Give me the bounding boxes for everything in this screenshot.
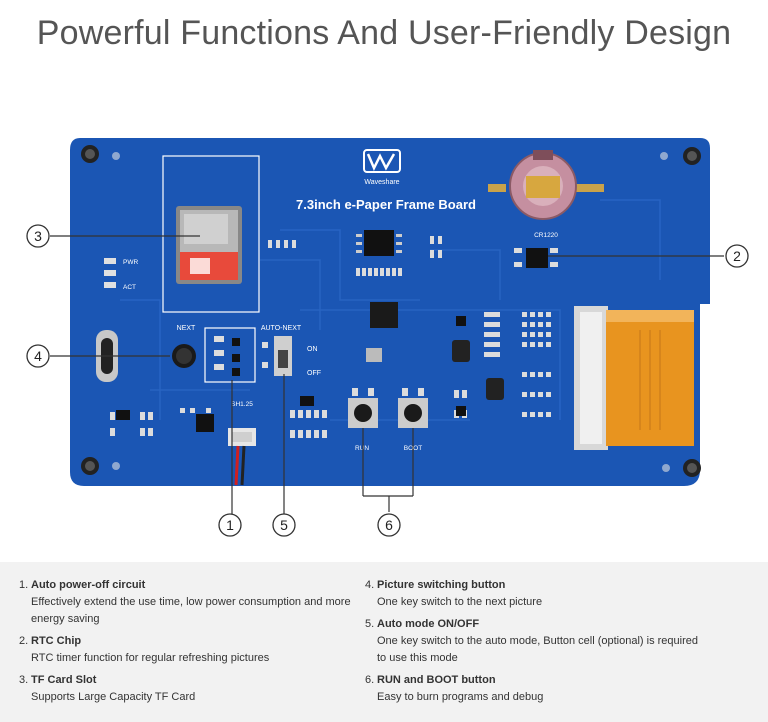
callout-lines — [50, 235, 724, 514]
feature-title: TF Card Slot — [31, 674, 97, 686]
board-name-label: 7.3inch e-Paper Frame Board — [296, 197, 476, 212]
callout-badge-3: 3 — [26, 224, 50, 248]
feature-item: 4.Picture switching button One key switc… — [365, 576, 710, 611]
power-components — [116, 316, 504, 432]
sh125-label: SH1.25 — [231, 401, 253, 408]
next-label: NEXT — [177, 325, 196, 332]
svg-text:4: 4 — [34, 348, 42, 364]
feature-description: energy saving — [31, 613, 100, 625]
svg-text:3: 3 — [34, 228, 42, 244]
feature-item: 5.Auto mode ON/OFF One key switch to the… — [365, 615, 710, 667]
auto-next-switch: AUTO-NEXT ON OFF — [261, 325, 321, 377]
feature-description: to use this mode — [377, 652, 458, 664]
callout-badge-1: 1 — [218, 513, 242, 537]
feature-title: Auto power-off circuit — [31, 579, 146, 591]
status-leds: PWR ACT — [104, 258, 138, 291]
feature-item: 1.Auto power-off circuit Effectively ext… — [19, 576, 364, 628]
run-label: RUN — [355, 445, 369, 452]
on-label: ON — [307, 346, 318, 353]
auto-next-label: AUTO-NEXT — [261, 325, 302, 332]
waveshare-logo: Waveshare — [363, 149, 401, 186]
feature-description: Easy to burn programs and debug — [377, 691, 544, 703]
feature-number: 4. — [365, 579, 375, 591]
mounting-holes — [81, 145, 701, 477]
features-left-column: 1.Auto power-off circuit Effectively ext… — [19, 576, 364, 710]
feature-description: One key switch to the next picture — [377, 596, 543, 608]
next-button-part: NEXT — [172, 325, 196, 368]
svg-text:2: 2 — [733, 248, 741, 264]
central-ic — [356, 230, 402, 362]
smd-components — [110, 236, 551, 438]
feature-description: Supports Large Capacity TF Card — [31, 691, 196, 703]
feature-item: 6.RUN and BOOT button Easy to burn progr… — [365, 671, 710, 706]
auto-power-off-region — [204, 327, 256, 383]
feature-number: 1. — [19, 579, 29, 591]
feature-item: 2.RTC Chip RTC timer function for regula… — [19, 632, 364, 667]
feature-item: 3.TF Card Slot Supports Large Capacity T… — [19, 671, 364, 706]
feature-number: 3. — [19, 674, 29, 686]
feature-description: Effectively extend the use time, low pow… — [31, 596, 351, 608]
feature-description: RTC timer function for regular refreshin… — [31, 652, 270, 664]
feature-description: One key switch to the auto mode, Button … — [377, 635, 699, 647]
board-figure: Waveshare 7.3inch e-Paper Frame Board CR… — [26, 138, 749, 537]
rtc-battery-holder: CR1220 — [488, 150, 604, 239]
feature-number: 5. — [365, 618, 375, 630]
tf-card-slot — [162, 155, 260, 313]
feature-title: Auto mode ON/OFF — [377, 618, 480, 630]
brand-label: Waveshare — [364, 179, 399, 186]
feature-number: 2. — [19, 635, 29, 647]
battery-connector: SH1.25 — [228, 401, 256, 486]
feature-title: RTC Chip — [31, 635, 82, 647]
fpc-connector — [574, 306, 694, 450]
pwr-label: PWR — [123, 259, 138, 266]
features-right-column: 4.Picture switching button One key switc… — [365, 576, 710, 710]
callout-badge-2: 2 — [725, 244, 749, 268]
act-label: ACT — [123, 284, 136, 291]
features-panel: 1.Auto power-off circuit Effectively ext… — [0, 562, 768, 722]
feature-title: Picture switching button — [377, 579, 506, 591]
rtc-chip — [514, 248, 558, 268]
svg-text:6: 6 — [385, 517, 393, 533]
feature-title: RUN and BOOT button — [377, 674, 496, 686]
callout-badge-4: 4 — [26, 344, 50, 368]
run-boot-buttons: RUN BOOT — [348, 388, 428, 452]
callout-badge-5: 5 — [272, 513, 296, 537]
svg-text:5: 5 — [280, 517, 288, 533]
page-title: Powerful Functions And User-Friendly Des… — [36, 14, 732, 52]
cr1220-label: CR1220 — [534, 232, 558, 239]
feature-number: 6. — [365, 674, 375, 686]
callout-badge-6: 6 — [377, 513, 401, 537]
svg-text:1: 1 — [226, 517, 234, 533]
off-label: OFF — [307, 370, 321, 377]
